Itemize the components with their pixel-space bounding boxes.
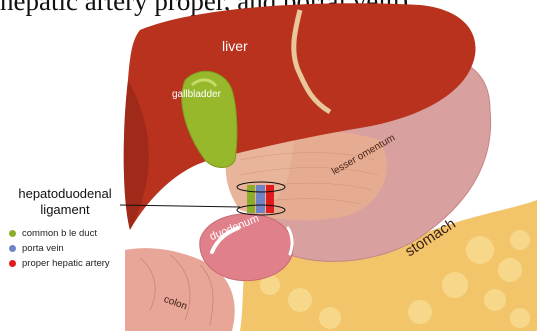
green-dot-icon bbox=[9, 230, 16, 237]
blue-dot-icon bbox=[9, 245, 16, 252]
red-dot-icon bbox=[9, 260, 16, 267]
legend-item-hepatic-artery: proper hepatic artery bbox=[9, 256, 110, 271]
ligament-title-line1: hepatoduodenal bbox=[9, 186, 121, 202]
hepatic-artery-vessel bbox=[266, 185, 274, 213]
legend-label: proper hepatic artery bbox=[22, 258, 110, 269]
legend-label: common b le duct bbox=[22, 228, 97, 239]
common-bile-duct-vessel bbox=[247, 185, 255, 213]
legend-item-portal-vein: porta vein bbox=[9, 241, 110, 256]
liver-label: liver bbox=[222, 38, 248, 54]
portal-vein-vessel bbox=[256, 185, 265, 213]
legend: common b le duct porta vein proper hepat… bbox=[9, 226, 110, 271]
ligament-title: hepatoduodenal ligament bbox=[9, 186, 121, 218]
ligament-title-line2: ligament bbox=[9, 202, 121, 218]
legend-item-bile-duct: common b le duct bbox=[9, 226, 110, 241]
legend-label: porta vein bbox=[22, 243, 64, 254]
gallbladder-label: gallbladder bbox=[172, 89, 221, 100]
